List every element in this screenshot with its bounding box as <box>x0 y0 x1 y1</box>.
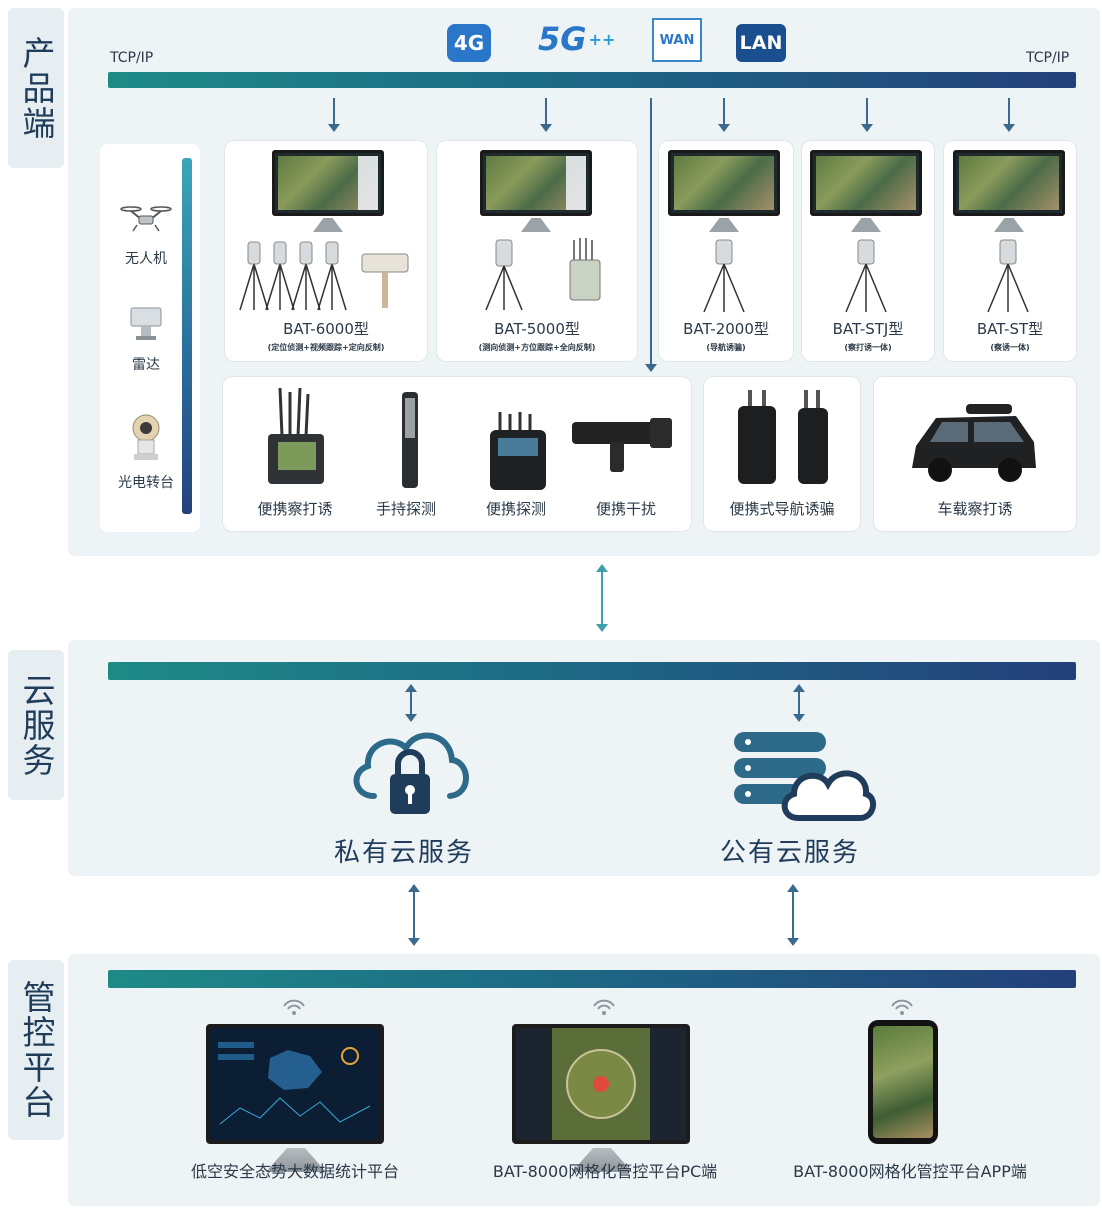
private-cloud-label: 私有云服务 <box>334 838 475 868</box>
bat5000-sensors-icon <box>485 238 601 311</box>
arrow-bus-public <box>793 684 805 722</box>
badge-lan-icon: LAN <box>736 24 786 62</box>
arrow-cloud-control-right <box>787 884 799 946</box>
handheld-detector-icon <box>402 392 418 488</box>
model-label: BAT-5000型 <box>494 320 580 338</box>
arrow-to-bat5000 <box>540 98 552 132</box>
batst-tripod-icon <box>987 239 1029 313</box>
model-label: BAT-6000型 <box>283 320 369 338</box>
portable-jammer-icon <box>268 387 324 484</box>
bat6000-monitor <box>272 150 384 216</box>
portable-label: 便携察打诱 <box>257 500 333 518</box>
public-cloud-icon <box>734 732 877 821</box>
wifi-signal-icon <box>891 999 913 1015</box>
batstj-monitor <box>810 150 922 216</box>
bat2000-monitor <box>668 150 780 216</box>
arrow-to-batst <box>1003 98 1015 132</box>
private-cloud-icon <box>353 732 469 814</box>
device-drone: 无人机 <box>98 198 194 268</box>
device-label: 无人机 <box>125 251 167 267</box>
public-cloud-label: 公有云服务 <box>720 838 861 868</box>
platform-label: 低空安全态势大数据统计平台 <box>190 1162 399 1181</box>
model-label: BAT-ST型 <box>976 320 1044 338</box>
model-label: BAT-STJ型 <box>832 320 904 338</box>
model-desc: (测向侦测+方位跟踪+全向反制) <box>478 343 596 352</box>
arrow-to-portable <box>645 98 657 372</box>
vehicle-label: 车载察打诱 <box>937 500 1013 518</box>
navigation-card[interactable] <box>703 376 861 532</box>
protocol-left: TCP/IP <box>110 50 154 66</box>
map-screen-icon <box>516 1028 686 1140</box>
arrow-to-bat6000 <box>328 98 340 132</box>
portable-jammer-gun-icon <box>572 418 672 472</box>
drone-icon <box>120 206 172 232</box>
sensor-link-bar <box>182 158 192 514</box>
arrow-bus-private <box>405 684 417 722</box>
navigation-label: 便携式导航诱骗 <box>729 500 835 518</box>
section-label-text: 产品端 <box>17 35 56 141</box>
wifi-signal-icon <box>593 999 615 1015</box>
device-label: 光电转台 <box>118 475 174 491</box>
device-radar: 雷达 <box>98 304 194 374</box>
bat2000-tripod-icon <box>703 239 745 313</box>
arrow-to-batstj <box>861 98 873 132</box>
model-desc: (察打诱一体) <box>844 343 892 352</box>
portable-detector-icon <box>490 412 546 490</box>
bat6000-sensors-icon <box>239 241 409 311</box>
vehicle-icon <box>912 404 1036 482</box>
wifi-signal-icon <box>283 999 305 1015</box>
arrow-product-cloud <box>596 564 608 632</box>
bat5000-monitor <box>480 150 592 216</box>
badge-4g-icon: 4G <box>447 24 491 62</box>
protocol-right: TCP/IP <box>1026 50 1070 66</box>
model-desc: (定位侦测+视频跟踪+定向反制) <box>267 343 385 352</box>
product-bus-bar <box>108 72 1076 88</box>
radar-icon <box>130 307 162 340</box>
platform-label: BAT-8000网格化管控平台PC端 <box>492 1162 718 1181</box>
arrow-to-bat2000 <box>718 98 730 132</box>
arrow-cloud-control-left <box>408 884 420 946</box>
badge-wan-icon: WAN <box>652 18 702 62</box>
navigation-cases-icon <box>738 390 828 484</box>
batst-monitor <box>953 150 1065 216</box>
camera-turret-icon <box>132 414 160 460</box>
badge-5g-icon: 5G++ <box>538 20 616 58</box>
stats-platform-monitor <box>206 1024 384 1144</box>
portable-label: 便携干扰 <box>595 500 656 518</box>
pc-platform-monitor <box>512 1024 690 1144</box>
badge-5g-text: 5G <box>538 20 587 58</box>
platform-label: BAT-8000网格化管控平台APP端 <box>793 1162 1027 1181</box>
device-label: 雷达 <box>132 357 160 373</box>
model-desc: (察诱一体) <box>990 343 1030 352</box>
cloud-section-label: 云服务 <box>8 650 64 800</box>
product-section-label: 产品端 <box>8 8 64 168</box>
dashboard-screen-icon <box>210 1028 380 1140</box>
section-label-text: 云服务 <box>17 672 56 778</box>
cloud-bus-bar <box>108 662 1076 680</box>
portable-label: 便携探测 <box>485 500 546 518</box>
portable-label: 手持探测 <box>375 500 436 518</box>
section-label-text: 管控平台 <box>17 980 56 1120</box>
app-platform-phone <box>868 1020 938 1144</box>
control-bus-bar <box>108 970 1076 988</box>
device-turret: 光电转台 <box>98 412 194 492</box>
control-section-label: 管控平台 <box>8 960 64 1140</box>
batstj-tripod-icon <box>845 239 887 313</box>
model-label: BAT-2000型 <box>683 320 769 338</box>
model-desc: (导航诱骗) <box>706 343 746 352</box>
